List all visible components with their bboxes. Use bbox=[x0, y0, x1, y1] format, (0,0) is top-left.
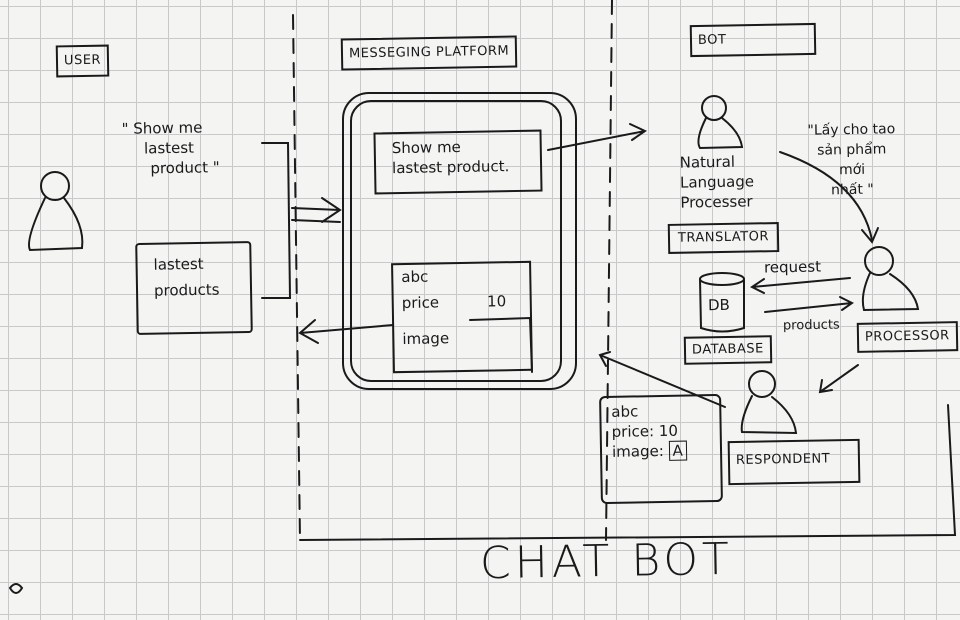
vietnamese-quote: "Lấy cho tao sản phẩm mới nhất " bbox=[807, 119, 896, 201]
arrow-to-platform bbox=[291, 197, 342, 223]
arrow-nlp-to-processor bbox=[779, 151, 879, 244]
arrow-to-bot bbox=[547, 123, 648, 151]
arrow-products bbox=[764, 296, 854, 313]
response-name: abc bbox=[611, 402, 639, 421]
respondent-person-icon bbox=[740, 370, 798, 435]
nlp-label: Natural Language Processer bbox=[679, 151, 754, 212]
user-quote: " Show me lastest product " bbox=[121, 117, 220, 179]
database-label: DATABASE bbox=[683, 335, 773, 365]
arrow-to-respondent bbox=[818, 364, 859, 394]
nlp-line: Natural bbox=[679, 152, 736, 172]
nlp-line: Processer bbox=[680, 192, 753, 212]
reply-line: lastest bbox=[153, 254, 204, 274]
card-image-label: image bbox=[402, 329, 450, 349]
arrow-to-user bbox=[298, 319, 394, 344]
user-reply-bubble: lastest products bbox=[135, 240, 253, 336]
platform-message: Show me lastest product. bbox=[373, 129, 543, 195]
vn-line: sản phẩm bbox=[816, 141, 887, 159]
arrow-request bbox=[750, 277, 851, 294]
user-person-icon bbox=[28, 171, 84, 252]
vn-line: nhất " bbox=[830, 181, 874, 199]
response-image-label: image: bbox=[611, 441, 664, 461]
response-image-value: A bbox=[668, 440, 688, 461]
arrow-to-platform-response bbox=[598, 351, 726, 408]
translator-label: TRANSLATOR bbox=[667, 222, 780, 254]
request-label: request bbox=[763, 257, 822, 277]
lane-divider-2 bbox=[605, 0, 613, 541]
lane-divider-1 bbox=[292, 14, 301, 541]
processor-person-icon bbox=[861, 246, 920, 312]
products-label: products bbox=[782, 317, 840, 334]
card-image-placeholder bbox=[469, 316, 533, 373]
database-icon bbox=[699, 272, 745, 333]
corner-logo-icon bbox=[9, 583, 24, 594]
message-line: lastest product. bbox=[391, 157, 510, 178]
lane-label-user: USER bbox=[55, 44, 110, 78]
quote-line: product " bbox=[150, 158, 220, 178]
quote-line: lastest bbox=[143, 138, 195, 158]
quote-line: " Show me bbox=[121, 118, 203, 138]
lane-label-bot: BOT bbox=[689, 22, 817, 58]
product-card: abc price 10 image bbox=[391, 260, 533, 374]
card-price-label: price bbox=[401, 293, 440, 313]
reply-line: products bbox=[153, 280, 220, 300]
vn-line: "Lấy cho tao bbox=[807, 121, 896, 139]
card-name: abc bbox=[401, 267, 429, 287]
processor-label: PROCESSOR bbox=[856, 321, 958, 353]
phone-frame bbox=[342, 92, 577, 390]
message-line: Show me bbox=[391, 137, 461, 158]
respondent-label: RESPONDENT bbox=[727, 438, 861, 486]
db-label: DB bbox=[707, 295, 730, 315]
bracket-line bbox=[261, 142, 292, 299]
chatbot-boundary bbox=[299, 404, 957, 541]
diagram-title: CHAT BOT bbox=[479, 533, 734, 590]
response-price: price: 10 bbox=[611, 421, 679, 441]
nlp-line: Language bbox=[679, 172, 755, 192]
nlp-person-icon bbox=[697, 95, 744, 150]
lane-label-platform: MESSEGING PLATFORM bbox=[340, 35, 518, 71]
vn-line: mới bbox=[838, 161, 866, 179]
response-card: abc price: 10 image: A bbox=[599, 393, 723, 505]
card-price-value: 10 bbox=[486, 292, 507, 311]
